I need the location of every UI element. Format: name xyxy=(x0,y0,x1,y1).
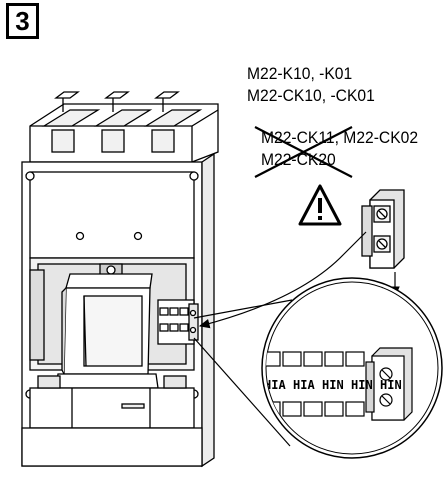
auxiliary-contact-module xyxy=(361,189,405,269)
slot-tag-2: HIA xyxy=(293,378,315,392)
slot-tag-3: HIN xyxy=(322,378,344,392)
compatible-contacts-label-1: M22-K10, -K01 xyxy=(247,64,353,83)
cross-out-mark xyxy=(254,126,353,178)
slot-tag-1: HIA xyxy=(264,378,286,392)
compatible-contacts-label-2: M22-CK10, -CK01 xyxy=(247,86,375,105)
incompatible-contacts-label-1: M22-CK11, M22-CK02 xyxy=(261,128,419,147)
step-number-badge: 3 xyxy=(6,3,39,39)
slot-tag-4: HIN xyxy=(351,378,373,392)
slot-tag-5: HIN xyxy=(380,378,402,392)
circuit-breaker xyxy=(21,91,219,468)
leader-lines xyxy=(193,231,400,447)
magnified-detail: HIA HIA HIN HIN HIN xyxy=(261,277,443,459)
warning-triangle-icon xyxy=(298,184,342,226)
